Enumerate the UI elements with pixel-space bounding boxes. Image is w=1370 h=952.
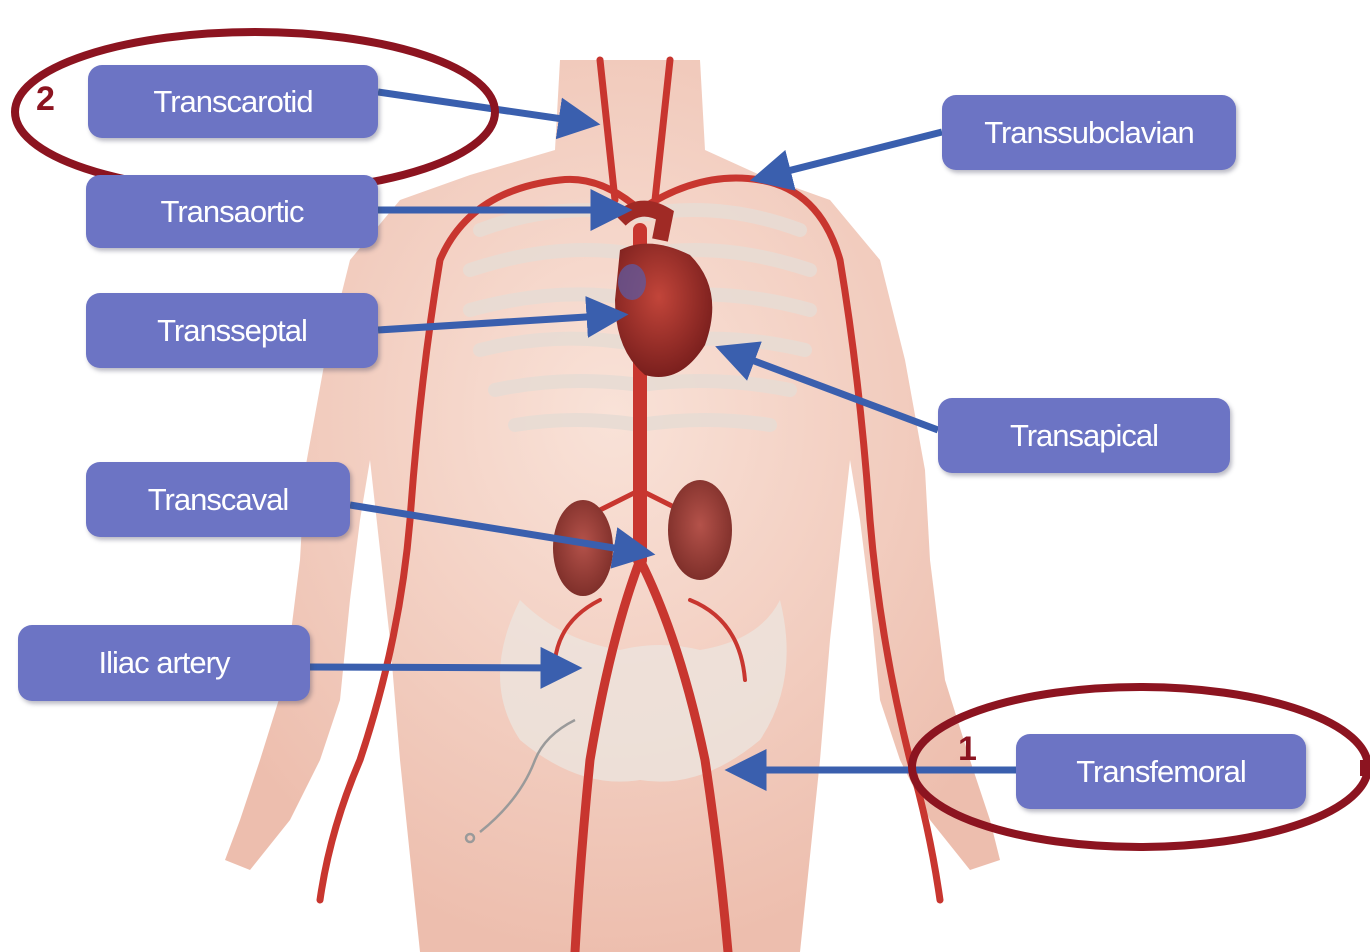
label-transsubclavian-text: Transsubclavian — [984, 115, 1194, 151]
arrow-transsubclavian — [760, 132, 942, 178]
label-iliac-artery-text: Iliac artery — [99, 645, 230, 681]
label-transcaval: Transcaval — [86, 462, 350, 537]
label-transsubclavian: Transsubclavian — [942, 95, 1236, 170]
label-transapical-text: Transapical — [1010, 418, 1158, 454]
label-transseptal: Transseptal — [86, 293, 378, 368]
label-transfemoral-text: Transfemoral — [1076, 754, 1245, 790]
label-transseptal-text: Transseptal — [157, 313, 307, 349]
marker-number-1: 1 — [958, 730, 977, 769]
edge-marker — [1360, 760, 1370, 776]
marker-number-2: 2 — [36, 80, 55, 119]
arrow-iliac — [310, 667, 572, 668]
label-transapical: Transapical — [938, 398, 1230, 473]
label-iliac-artery: Iliac artery — [18, 625, 310, 701]
label-transfemoral: Transfemoral — [1016, 734, 1306, 809]
label-transcarotid: Transcarotid — [88, 65, 378, 138]
label-transaortic-text: Transaortic — [161, 194, 304, 230]
label-transcaval-text: Transcaval — [148, 482, 288, 518]
label-transaortic: Transaortic — [86, 175, 378, 248]
label-transcarotid-text: Transcarotid — [153, 84, 312, 120]
